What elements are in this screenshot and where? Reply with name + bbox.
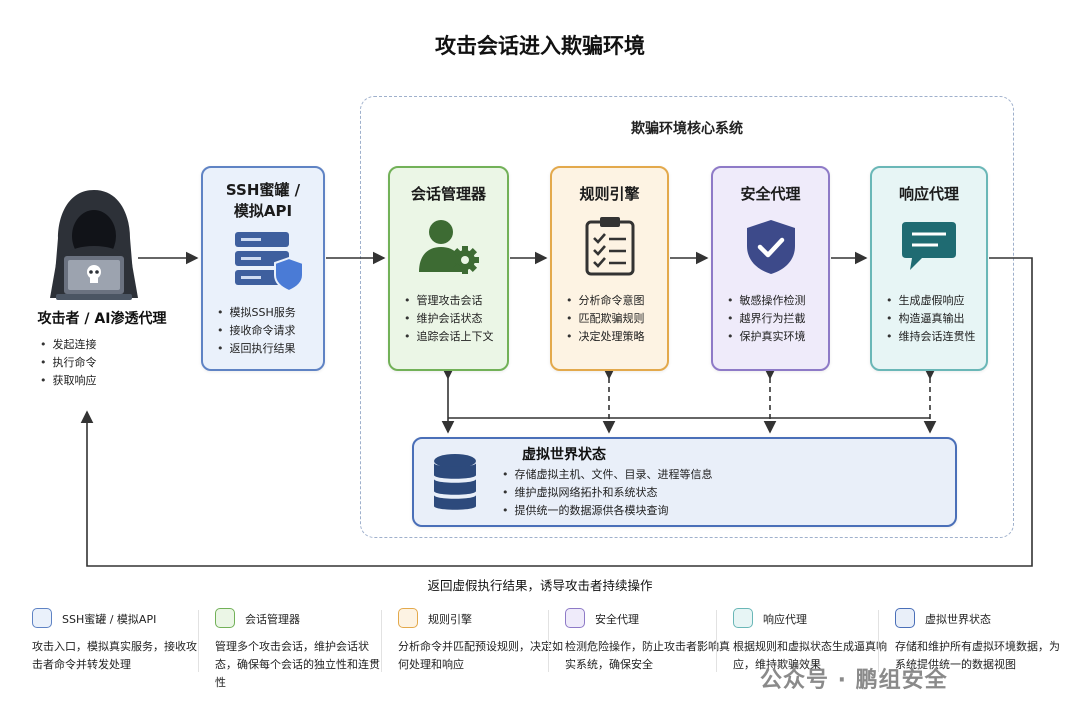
arrow-return-loop (80, 257, 1033, 567)
list-item: 发起连接 (40, 336, 1072, 354)
list-item: 接收命令请求 (217, 322, 315, 340)
hooded-hacker-icon (50, 190, 138, 300)
security-bullets: 敏感操作检测 越界行为拦截 保护真实环境 (727, 292, 820, 346)
legend-divider (198, 610, 199, 672)
ssh-bullets: 模拟SSH服务 接收命令请求 返回执行结果 (217, 304, 315, 358)
security-agent-card: 安全代理 敏感操作检测 越界行为拦截 保护真实环境 (711, 166, 830, 371)
attacker-label: 攻击者 / AI渗透代理 (37, 311, 167, 327)
attacker-bullets: 发起连接 执行命令 获取响应 (40, 336, 1072, 390)
list-item: 返回执行结果 (217, 340, 315, 358)
list-item: 管理攻击会话 (404, 292, 499, 310)
legend-desc: 根据规则和虚拟状态生成逼真响应，维持欺骗效果 (733, 640, 887, 671)
chat-bubble-icon (902, 222, 956, 270)
list-item: 维持会话连贯性 (886, 328, 978, 346)
list-item: 追踪会话上下文 (404, 328, 499, 346)
legend-name: 虚拟世界状态 (925, 613, 991, 626)
rule-engine-card: 规则引擎 分析命令意图 匹配欺骗规则 决定处理策略 (550, 166, 669, 371)
list-item: 存储虚拟主机、文件、目录、进程等信息 (502, 466, 1072, 484)
user-gear-icon (418, 220, 479, 274)
list-item: 维护虚拟网络拓扑和系统状态 (502, 484, 1072, 502)
ssh-honeypot-card: SSH蜜罐 / 模拟API 模拟SSH服务 接收命令请求 返回执行结果 (201, 166, 325, 371)
legend-name: 会话管理器 (245, 613, 300, 626)
session-bullets: 管理攻击会话 维护会话状态 追踪会话上下文 (404, 292, 499, 346)
world-state-title: 虚拟世界状态 (522, 447, 606, 463)
list-item: 匹配欺骗规则 (566, 310, 659, 328)
legend-divider (381, 610, 382, 672)
card-title: 会话管理器 (410, 185, 486, 203)
legend-name: 响应代理 (763, 613, 807, 626)
card-title: 安全代理 (740, 185, 801, 203)
card-title: 响应代理 (898, 185, 959, 203)
legend-desc: 分析命令并匹配预设规则，决定如何处理和响应 (398, 640, 563, 671)
legend-swatch (398, 608, 418, 628)
server-shield-icon (235, 232, 304, 292)
clipboard-checklist-icon (585, 217, 634, 276)
legend-divider (548, 610, 549, 672)
legend-desc: 攻击入口，模拟真实服务，接收攻击者命令并转发处理 (32, 640, 197, 671)
rule-bullets: 分析命令意图 匹配欺骗规则 决定处理策略 (566, 292, 659, 346)
legend-desc: 管理多个攻击会话，维护会话状态，确保每个会话的独立性和连贯性 (215, 640, 380, 689)
card-title-line: SSH蜜罐 / (225, 181, 301, 199)
list-item: 分析命令意图 (566, 292, 659, 310)
list-item: 越界行为拦截 (727, 310, 820, 328)
legend-swatch (32, 608, 52, 628)
card-title: 规则引擎 (579, 185, 640, 203)
legend-swatch (565, 608, 585, 628)
world-state-bullets: 存储虚拟主机、文件、目录、进程等信息 维护虚拟网络拓扑和系统状态 提供统一的数据… (502, 466, 1072, 520)
list-item: 执行命令 (40, 354, 1072, 372)
watermark: 公众号 · 鹏组安全 (760, 668, 948, 693)
list-item: 保护真实环境 (727, 328, 820, 346)
legend-divider (716, 610, 717, 672)
list-item: 构造逼真输出 (886, 310, 978, 328)
legend-name: 规则引擎 (428, 613, 472, 626)
legend-swatch (733, 608, 753, 628)
session-manager-card: 会话管理器 管理攻击会话 维护会话状态 追踪会话上下文 (388, 166, 509, 371)
response-agent-card: 响应代理 生成虚假响应 构造逼真输出 维持会话连贯性 (870, 166, 988, 371)
legend-desc: 存储和维护所有虚拟环境数据，为系统提供统一的数据视图 (895, 640, 1060, 671)
card-title: SSH蜜罐 / 模拟API (203, 180, 323, 222)
core-system-title: 欺骗环境核心系统 (631, 121, 743, 137)
database-icon (434, 454, 476, 510)
return-loop-label: 返回虚假执行结果，诱导攻击者持续操作 (427, 578, 653, 593)
legend-divider (878, 610, 879, 672)
legend-swatch (215, 608, 235, 628)
list-item: 决定处理策略 (566, 328, 659, 346)
list-item: 提供统一的数据源供各模块查询 (502, 502, 1072, 520)
legend-name: SSH蜜罐 / 模拟API (62, 613, 157, 626)
legend-desc: 检测危险操作，防止攻击者影响真实系统，确保安全 (565, 640, 730, 671)
list-item: 敏感操作检测 (727, 292, 820, 310)
diagram-title: 攻击会话进入欺骗环境 (435, 34, 645, 58)
list-item: 维护会话状态 (404, 310, 499, 328)
list-item: 模拟SSH服务 (217, 304, 315, 322)
list-item: 生成虚假响应 (886, 292, 978, 310)
response-bullets: 生成虚假响应 构造逼真输出 维持会话连贯性 (886, 292, 978, 346)
list-item: 获取响应 (40, 372, 1072, 390)
card-title-line: 模拟API (233, 202, 293, 220)
shield-check-icon (746, 220, 795, 274)
core-system-frame (360, 96, 1014, 538)
legend-name: 安全代理 (595, 613, 639, 626)
legend-swatch (895, 608, 915, 628)
